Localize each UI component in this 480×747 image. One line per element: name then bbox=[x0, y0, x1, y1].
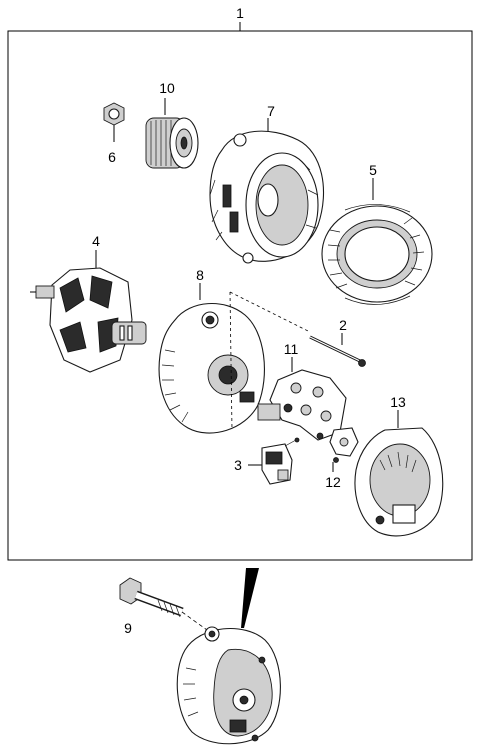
regulator-terminal-part bbox=[329, 427, 359, 472]
through-bolt-part bbox=[309, 333, 366, 367]
mounting-bolt-part bbox=[119, 577, 208, 631]
callout-12: 12 bbox=[325, 474, 341, 490]
front-bracket-part bbox=[209, 118, 324, 264]
callout-3: 3 bbox=[234, 457, 242, 473]
pulley-nut-part bbox=[103, 102, 125, 142]
stator-part bbox=[321, 178, 433, 305]
callout-1: 1 bbox=[236, 5, 244, 21]
callout-8: 8 bbox=[196, 267, 204, 283]
rear-bracket-part bbox=[158, 283, 311, 434]
rectifier-part bbox=[257, 357, 347, 441]
callout-4: 4 bbox=[92, 233, 100, 249]
callout-7: 7 bbox=[267, 103, 275, 119]
rear-cover-part bbox=[354, 410, 444, 537]
callout-13: 13 bbox=[390, 394, 406, 410]
pulley-part bbox=[145, 98, 199, 169]
brush-holder-part bbox=[248, 437, 300, 485]
assembly-frame bbox=[7, 22, 473, 561]
callout-2: 2 bbox=[339, 317, 347, 333]
callout-5: 5 bbox=[369, 162, 377, 178]
assembly-leader bbox=[241, 568, 259, 628]
assembled-alternator-part bbox=[176, 626, 281, 745]
callout-6: 6 bbox=[108, 149, 116, 165]
callout-9: 9 bbox=[124, 620, 132, 636]
rotor-part bbox=[30, 250, 147, 373]
callout-11: 11 bbox=[284, 341, 299, 357]
callout-10: 10 bbox=[159, 80, 175, 96]
